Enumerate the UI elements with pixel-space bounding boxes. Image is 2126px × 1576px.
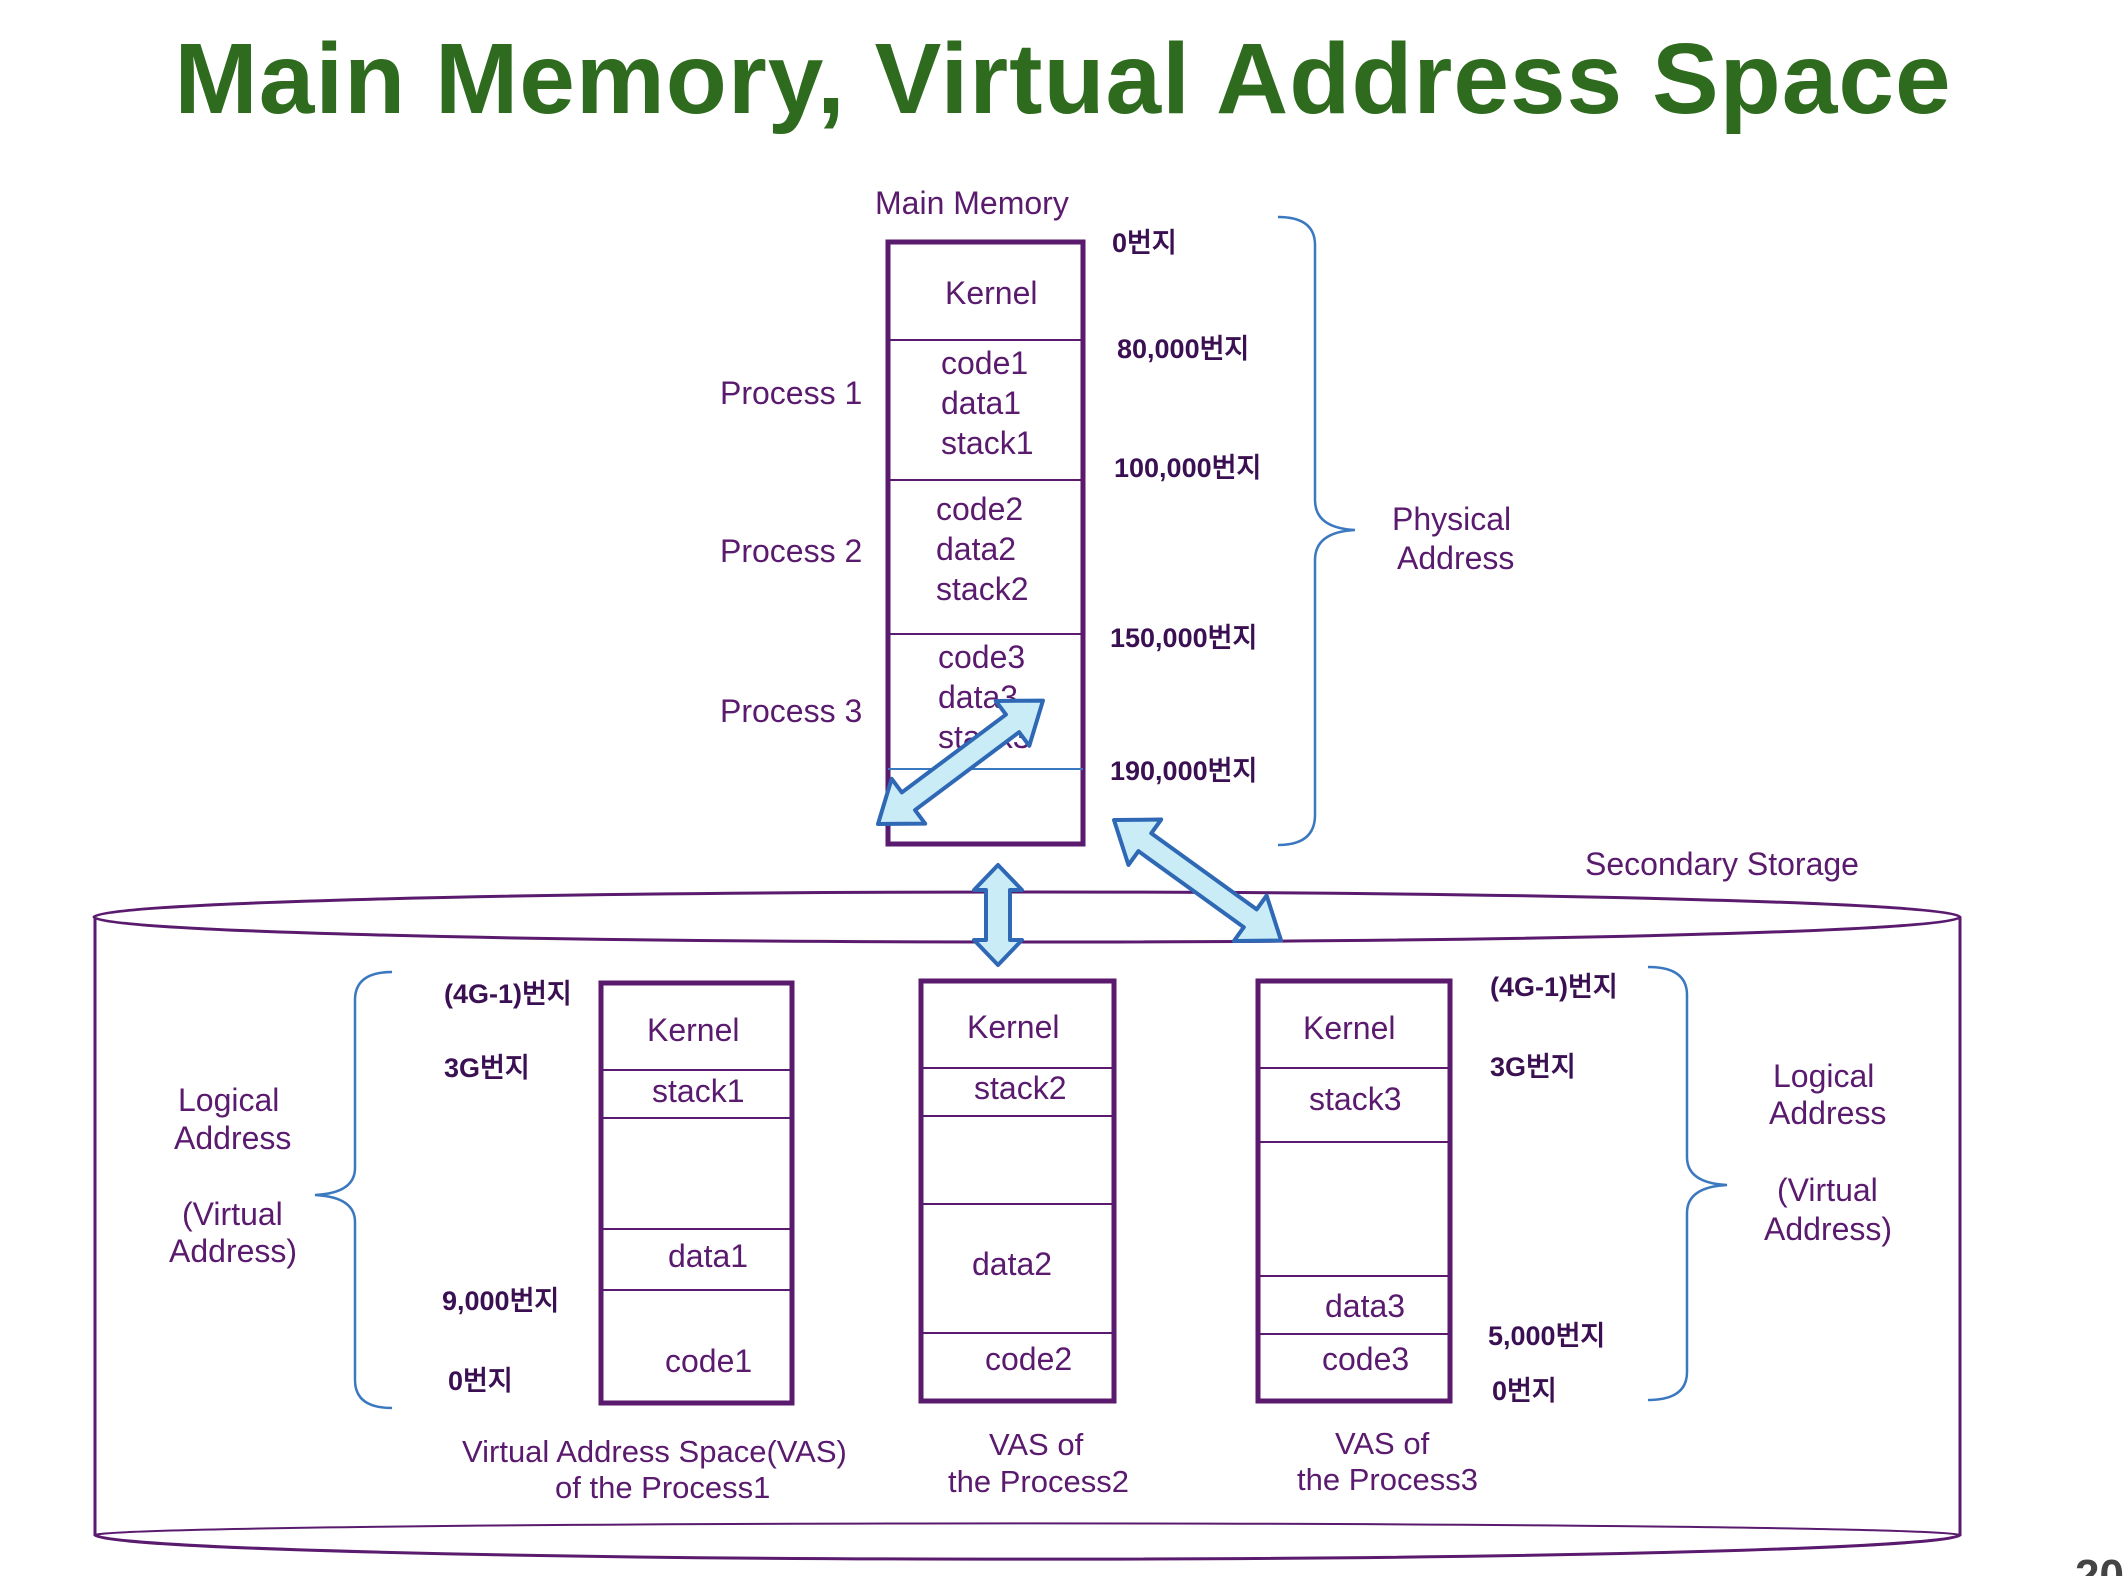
logical-right-line3: (Virtual: [1777, 1172, 1878, 1208]
mm-kernel: Kernel: [945, 275, 1038, 311]
double-arrow-left: [876, 698, 1045, 826]
page-number: 20: [2075, 1551, 2124, 1576]
vas1-address-4g: (4G-1)번지: [444, 979, 572, 1009]
vas1-code1: code1: [665, 1343, 752, 1379]
mm-address-80000: 80,000번지: [1117, 334, 1249, 364]
vas1-address-3g: 3G번지: [444, 1053, 530, 1083]
vas1-address-0: 0번지: [448, 1366, 513, 1396]
vas2-code2: code2: [985, 1341, 1072, 1377]
physical-label-line1: Physical: [1392, 501, 1511, 537]
vas1-box: [598, 980, 795, 1406]
vas3-data3: data3: [1325, 1288, 1405, 1324]
vas1-stack1: stack1: [652, 1073, 744, 1109]
logical-address-brace-left: [314, 970, 393, 1410]
slide-title: Main Memory, Virtual Address Space: [174, 23, 1952, 135]
vas2-data2: data2: [972, 1246, 1052, 1282]
mm-data1: data1: [941, 385, 1021, 421]
vas1-address-9000: 9,000번지: [442, 1286, 559, 1316]
mm-code1: code1: [941, 345, 1028, 381]
vas2-box: [918, 978, 1117, 1404]
logical-left-line2: Address: [174, 1120, 291, 1156]
logical-left-line3: (Virtual: [182, 1196, 283, 1232]
vas1-caption-line2: of the Process1: [555, 1470, 770, 1505]
vas3-caption-line2: the Process3: [1297, 1462, 1478, 1497]
mm-address-190000: 190,000번지: [1110, 756, 1257, 786]
mm-address-0: 0번지: [1112, 228, 1177, 258]
vas1-caption-line1: Virtual Address Space(VAS): [462, 1434, 847, 1469]
vas3-address-0: 0번지: [1492, 1376, 1557, 1406]
mm-data2: data2: [936, 531, 1016, 567]
logical-right-line2: Address: [1769, 1095, 1886, 1131]
vas2-stack2: stack2: [974, 1070, 1066, 1106]
vas2-kernel: Kernel: [967, 1009, 1060, 1045]
vas3-address-5000: 5,000번지: [1488, 1321, 1605, 1351]
secondary-storage-cylinder: [92, 890, 1962, 1561]
vas1-kernel: Kernel: [647, 1012, 740, 1048]
mm-address-150000: 150,000번지: [1110, 623, 1257, 653]
logical-address-brace-right: [1647, 965, 1728, 1402]
vas3-kernel: Kernel: [1303, 1010, 1396, 1046]
physical-label-line2: Address: [1397, 540, 1514, 576]
process3-label: Process 3: [720, 693, 862, 729]
vas3-stack3: stack3: [1309, 1081, 1401, 1117]
mm-code3: code3: [938, 639, 1025, 675]
vas1-data1: data1: [668, 1238, 748, 1274]
mm-code2: code2: [936, 491, 1023, 527]
vas3-address-3g: 3G번지: [1490, 1052, 1576, 1082]
process2-label: Process 2: [720, 533, 862, 569]
mm-stack1: stack1: [941, 425, 1033, 461]
double-arrow-center: [972, 863, 1024, 967]
logical-right-line4: Address): [1764, 1211, 1892, 1247]
process1-label: Process 1: [720, 375, 862, 411]
vas3-code3: code3: [1322, 1341, 1409, 1377]
secondary-storage-label: Secondary Storage: [1585, 846, 1859, 882]
vas3-caption-line1: VAS of: [1335, 1426, 1430, 1461]
mm-stack2: stack2: [936, 571, 1028, 607]
mm-address-100000: 100,000번지: [1114, 453, 1261, 483]
logical-left-line4: Address): [169, 1233, 297, 1269]
vas3-address-4g: (4G-1)번지: [1490, 972, 1618, 1002]
logical-right-line1: Logical: [1773, 1058, 1874, 1094]
vas2-caption-line1: VAS of: [989, 1427, 1084, 1462]
logical-left-line1: Logical: [178, 1082, 279, 1118]
double-arrow-right: [1112, 817, 1284, 943]
main-memory-label: Main Memory: [875, 185, 1069, 221]
vas3-box: [1255, 978, 1453, 1404]
vas2-caption-line2: the Process2: [948, 1464, 1129, 1499]
physical-address-brace: [1277, 215, 1356, 847]
